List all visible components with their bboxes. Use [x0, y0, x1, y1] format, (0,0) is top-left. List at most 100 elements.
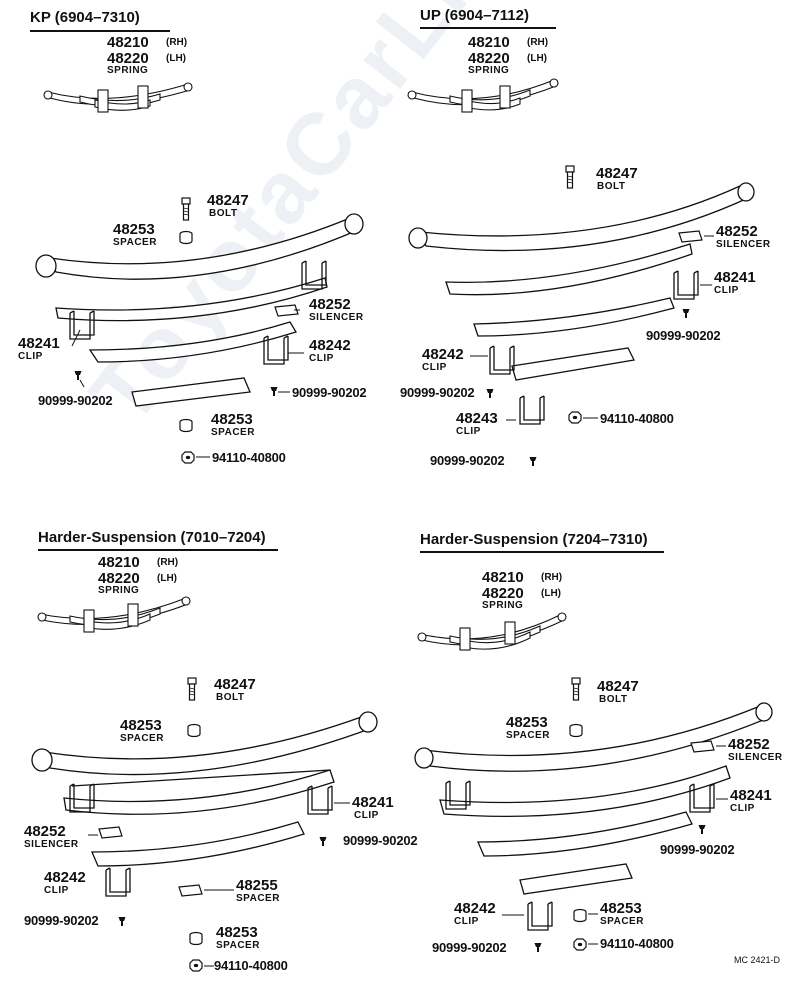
part-number: 48242: [309, 337, 351, 354]
part-number: 48253: [120, 717, 162, 734]
hs2-leaf-3: [477, 811, 693, 857]
part-number: 48242: [44, 869, 86, 886]
reference-code: MC 2421-D: [734, 955, 781, 965]
part-number: 90999-90202: [343, 833, 418, 848]
part-number: 48255: [236, 877, 278, 894]
part-number: 90999-90202: [432, 940, 507, 955]
part-number: 48247: [597, 678, 639, 695]
part-number: 48247: [214, 676, 256, 693]
part-number: 90999-90202: [646, 328, 721, 343]
part-name: BOLT: [599, 694, 628, 705]
part-number: 48242: [454, 900, 496, 917]
part-number: 94110-40800: [214, 958, 288, 973]
part-number: 48243: [456, 410, 498, 427]
section-title-harder-7010: Harder-Suspension (7010–7204): [38, 529, 266, 546]
part-number: 90999-90202: [660, 842, 735, 857]
kp-leaf-main: [35, 213, 364, 280]
part-number: 48252: [728, 736, 770, 753]
part-number: 48253: [113, 221, 155, 238]
part-name: SPACER: [236, 893, 280, 904]
part-name: SPACER: [113, 237, 157, 248]
kp-leaf-2: [55, 277, 328, 322]
part-name: SILENCER: [716, 239, 771, 250]
part-name: BOLT: [597, 181, 626, 192]
part-number: 48242: [422, 346, 464, 363]
spring-rh-number: 48210: [482, 569, 524, 586]
spring-name: SPRING: [107, 65, 149, 76]
part-number: 48241: [352, 794, 394, 811]
spring-rh-side: (RH): [166, 37, 188, 48]
up-leaf-3: [473, 297, 675, 337]
part-number: 48253: [211, 411, 253, 428]
spring-name: SPRING: [98, 585, 140, 596]
part-name: BOLT: [216, 692, 245, 703]
title-underline: [420, 551, 664, 553]
part-name: SILENCER: [309, 312, 364, 323]
spring-lh-number: 48220: [468, 50, 510, 67]
kp-leaf-4: [131, 377, 251, 407]
spring-rh-number: 48210: [107, 34, 149, 51]
part-number: 48241: [18, 335, 60, 352]
up-leaf-main: [408, 182, 755, 252]
hs2-leaf-2: [439, 765, 731, 818]
hs2-spring-thumbnail: [417, 612, 567, 651]
part-number: 48252: [309, 296, 351, 313]
spring-name: SPRING: [482, 600, 524, 611]
spring-lh-number: 48220: [482, 585, 524, 602]
part-name: BOLT: [209, 208, 238, 219]
part-number: 94110-40800: [600, 411, 674, 426]
part-name: CLIP: [730, 803, 755, 814]
spring-lh-number: 48220: [107, 50, 149, 67]
spring-rh-number: 48210: [98, 554, 140, 571]
part-number: 48252: [716, 223, 758, 240]
part-number: 48253: [600, 900, 642, 917]
part-name: CLIP: [18, 351, 43, 362]
spring-rh-side: (RH): [157, 557, 179, 568]
spring-lh-side: (LH): [527, 53, 547, 64]
kp-leaf-3: [88, 321, 297, 363]
spring-lh-side: (LH): [541, 588, 561, 599]
kp-spring-thumbnail: [43, 82, 193, 113]
part-name: CLIP: [44, 885, 69, 896]
part-number: 90999-90202: [400, 385, 475, 400]
part-name: CLIP: [456, 426, 481, 437]
title-underline: [38, 549, 278, 551]
part-number: 90999-90202: [430, 453, 505, 468]
part-name: SPACER: [211, 427, 255, 438]
part-name: CLIP: [354, 810, 379, 821]
part-number: 48247: [596, 165, 638, 182]
part-number: 48253: [216, 924, 258, 941]
spring-lh-number: 48220: [98, 570, 140, 587]
hs1-leaf-main: [31, 711, 378, 776]
part-name: SILENCER: [24, 839, 79, 850]
part-number: 48253: [506, 714, 548, 731]
part-name: CLIP: [454, 916, 479, 927]
part-name: CLIP: [714, 285, 739, 296]
part-number: 48241: [730, 787, 772, 804]
part-name: SPACER: [216, 940, 260, 951]
part-number: 90999-90202: [24, 913, 99, 928]
up-leaf-4: [511, 347, 635, 381]
part-number: 48252: [24, 823, 66, 840]
spring-name: SPRING: [468, 65, 510, 76]
part-name: SPACER: [506, 730, 550, 741]
spring-rh-side: (RH): [541, 572, 563, 583]
spring-rh-side: (RH): [527, 37, 549, 48]
part-number: 48247: [207, 192, 249, 209]
spring-lh-side: (LH): [157, 573, 177, 584]
part-name: CLIP: [422, 362, 447, 373]
hs1-spring-thumbnail: [37, 596, 191, 633]
spring-lh-side: (LH): [166, 53, 186, 64]
section-title-kp: KP (6904–7310): [30, 9, 140, 26]
part-name: SPACER: [600, 916, 644, 927]
hs1-leaf-3: [91, 821, 305, 867]
hs1-leaf-2: [63, 769, 335, 815]
part-number: 94110-40800: [600, 936, 674, 951]
part-number: 94110-40800: [212, 450, 286, 465]
spring-rh-number: 48210: [468, 34, 510, 51]
hs2-leaf-main: [414, 702, 773, 772]
hs2-leaf-4: [519, 863, 633, 895]
section-title-harder-7204: Harder-Suspension (7204–7310): [420, 531, 648, 548]
title-underline: [30, 30, 170, 32]
